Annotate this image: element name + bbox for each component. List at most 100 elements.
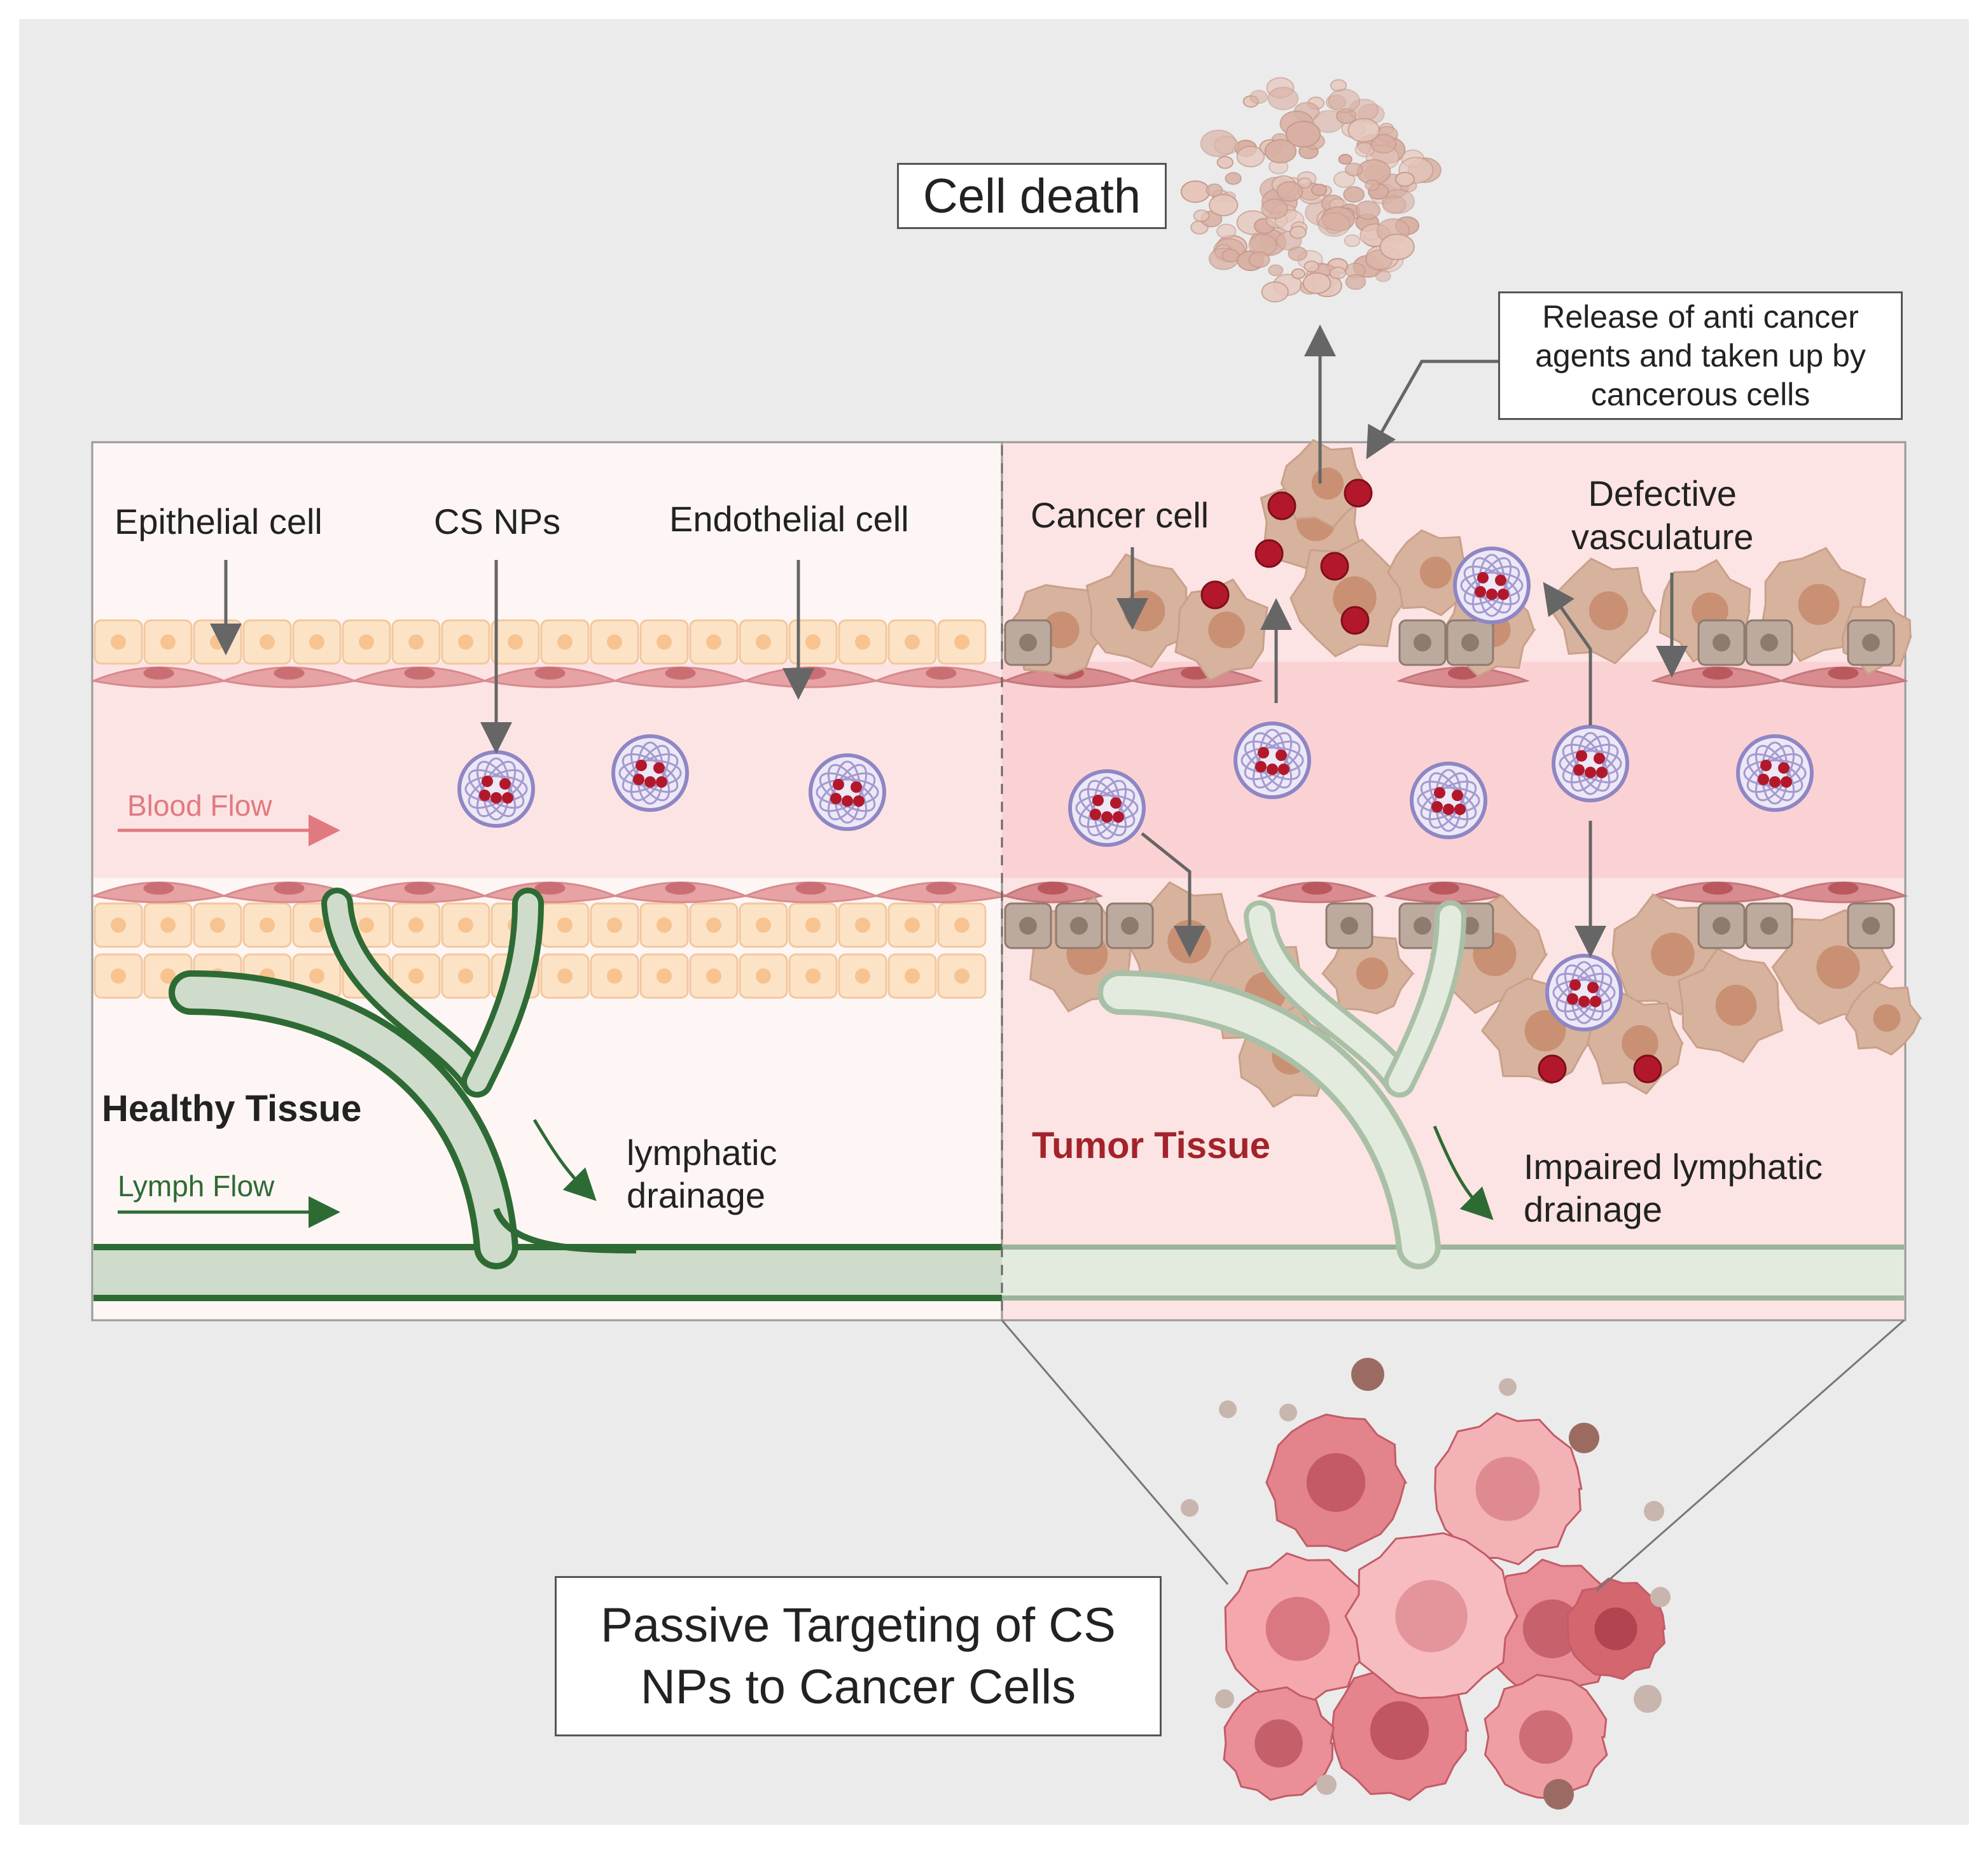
cell-debris <box>1276 181 1303 202</box>
impaired-line-1: Impaired lymphatic <box>1524 1147 1823 1187</box>
drug-dot <box>1101 811 1113 823</box>
epithelial-nucleus <box>458 634 473 650</box>
nanoparticle <box>457 750 535 828</box>
particle <box>1351 1358 1384 1391</box>
epithelial-nucleus <box>408 918 424 933</box>
epithelial-cell-label: Epithelial cell <box>115 501 323 541</box>
zoom-line-left <box>1001 1320 1229 1585</box>
drug-dot <box>502 792 513 804</box>
drug-dot <box>1200 580 1230 610</box>
drug-dot <box>1344 478 1373 508</box>
drug-dot <box>1267 491 1296 520</box>
particle <box>1316 1775 1337 1795</box>
drug-dot <box>1320 552 1349 581</box>
epithelial-nucleus <box>954 918 970 933</box>
drug-dot <box>1567 993 1578 1005</box>
release-box: Release of anti cancer agents and taken … <box>1498 291 1903 420</box>
endothelial-nucleus <box>795 667 826 680</box>
nanoparticle-strand <box>819 772 876 813</box>
release-line-2: agents and taken up by <box>1535 337 1866 373</box>
drug-dot <box>1486 589 1498 600</box>
passive-line-1: Passive Targeting of CS <box>601 1598 1116 1652</box>
tumor-cell-nucleus <box>1519 1710 1573 1764</box>
release-line-1: Release of anti cancer <box>1542 298 1859 335</box>
tumor-cell-nucleus <box>1265 1596 1330 1661</box>
drug-dot <box>636 760 647 771</box>
nanoparticle-strand <box>1244 740 1301 781</box>
endothelial-nucleus <box>1038 882 1068 895</box>
drug-dot <box>1431 801 1443 813</box>
drug-dot <box>1758 774 1769 785</box>
endothelial-nucleus <box>1828 882 1859 895</box>
drug-dot <box>1538 1054 1567 1084</box>
drug-dot <box>1454 804 1466 815</box>
tumor-cell-nucleus <box>1255 1719 1303 1768</box>
drug-dot <box>833 779 844 790</box>
drug-dot <box>1258 747 1269 758</box>
epithelial-layer-top <box>94 619 987 665</box>
cell-debris <box>1370 134 1397 154</box>
particle <box>1644 1501 1664 1521</box>
cancer-cell-nucleus <box>1622 1025 1658 1062</box>
drug-dot <box>1576 750 1587 762</box>
nanoparticles <box>457 547 1814 1031</box>
drug-dot <box>1110 797 1122 809</box>
drug-dot <box>1573 764 1585 776</box>
epithelial-nucleus <box>160 918 176 933</box>
tumor-cell-nucleus <box>1475 1456 1540 1521</box>
nanoparticle <box>809 753 886 831</box>
stromal-nucleus <box>1414 917 1431 935</box>
drug-dot <box>1267 764 1278 775</box>
epithelial-nucleus <box>756 918 771 933</box>
nanoparticle <box>1736 734 1814 812</box>
drug-dot <box>851 781 862 793</box>
drug-dot <box>853 795 865 807</box>
drug-dot <box>1452 790 1463 801</box>
stromal-nucleus <box>1760 917 1778 935</box>
drug-dot <box>1596 767 1608 778</box>
release-line-3: cancerous cells <box>1590 376 1811 412</box>
cell-death-debris <box>1180 77 1442 303</box>
epithelial-nucleus <box>756 634 771 650</box>
cell-debris <box>1345 274 1366 290</box>
nanoparticle-strand <box>1562 743 1619 784</box>
tumor-tissue-label: Tumor Tissue <box>1032 1125 1270 1166</box>
drug-dot <box>1498 589 1509 600</box>
endothelial-nucleus <box>665 882 696 895</box>
cell-debris <box>1261 198 1289 220</box>
cell-debris <box>1343 186 1365 203</box>
endothelial-nucleus <box>665 667 696 680</box>
cell-debris <box>1225 172 1242 185</box>
cancer-cell-nucleus <box>1123 590 1165 632</box>
epithelial-nucleus <box>111 968 126 984</box>
healthy-tissue-label: Healthy Tissue <box>102 1088 362 1129</box>
impaired-drainage-arrow <box>1433 1126 1494 1220</box>
epithelial-nucleus <box>805 918 821 933</box>
stromal-nucleus <box>1713 917 1730 935</box>
epithelial-nucleus <box>706 634 721 650</box>
cell-debris <box>1264 139 1297 164</box>
drug-dot <box>1633 1054 1662 1084</box>
nanoparticle-strand <box>1478 554 1506 617</box>
drug-dot <box>1255 761 1267 772</box>
nanoparticle <box>1068 769 1146 847</box>
defective-vasculature-label: Defective vasculature <box>1571 472 1753 559</box>
drug-dot <box>499 778 511 790</box>
epithelial-nucleus <box>458 968 473 984</box>
epithelial-nucleus <box>855 968 870 984</box>
cell-debris <box>1193 209 1210 223</box>
lymphatic-line-2: drainage <box>627 1175 765 1216</box>
epithelial-nucleus <box>260 918 275 933</box>
epithelial-nucleus <box>657 634 672 650</box>
epithelial-nucleus <box>657 918 672 933</box>
epithelial-nucleus <box>954 634 970 650</box>
tumor-cell-nucleus <box>1370 1701 1429 1761</box>
cell-debris <box>1261 281 1289 303</box>
epithelial-nucleus <box>855 634 870 650</box>
nanoparticle-strand <box>1093 776 1121 840</box>
drug-dot <box>1443 804 1454 815</box>
epithelial-nucleus <box>607 918 622 933</box>
cell-debris <box>1375 270 1391 283</box>
stromal-nucleus <box>1862 917 1880 935</box>
healthy-panel <box>91 441 1003 1322</box>
